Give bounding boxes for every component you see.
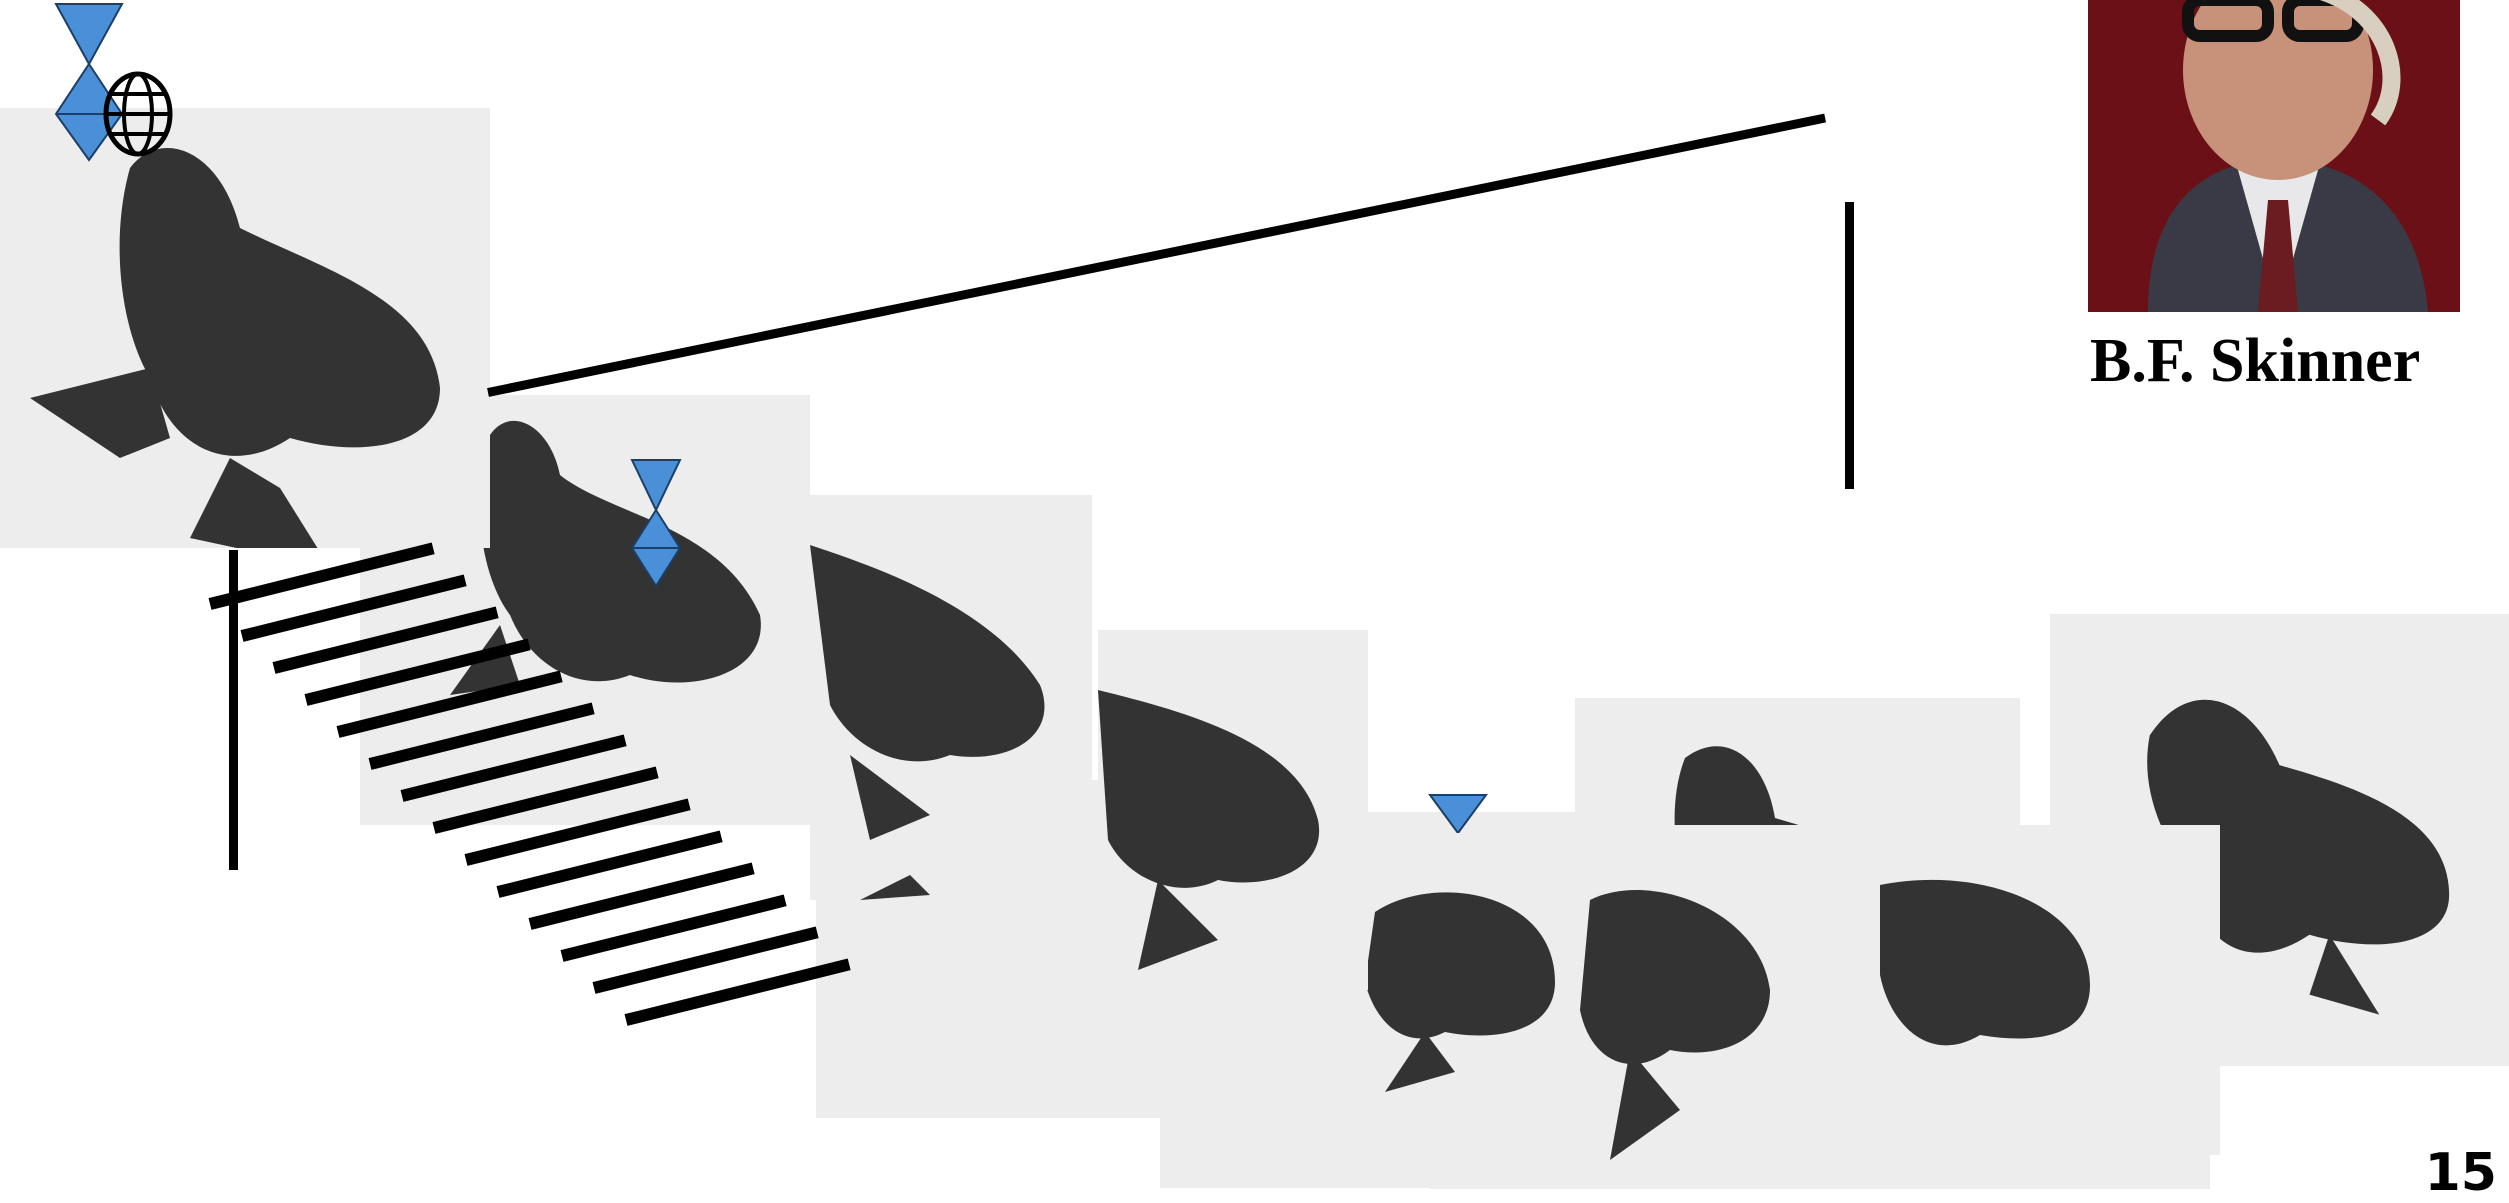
hourglass-icon: [1428, 793, 1488, 833]
seal-image-frame: [1098, 630, 1368, 990]
diagonal-line: [487, 114, 1826, 397]
vertical-line: [1845, 202, 1854, 489]
seal-image-frame: [1570, 870, 1860, 1189]
hourglass-icon: [630, 458, 682, 588]
person-caption: B.F. Skinner: [2090, 326, 2490, 397]
page-number: 15: [2425, 1143, 2497, 1203]
globe-icon: [102, 70, 174, 158]
seal-image-frame: [0, 108, 490, 548]
seal-image-frame: [1365, 812, 1575, 1112]
seal-image-frame: [810, 495, 1092, 900]
portrait-photo: [2088, 0, 2460, 312]
